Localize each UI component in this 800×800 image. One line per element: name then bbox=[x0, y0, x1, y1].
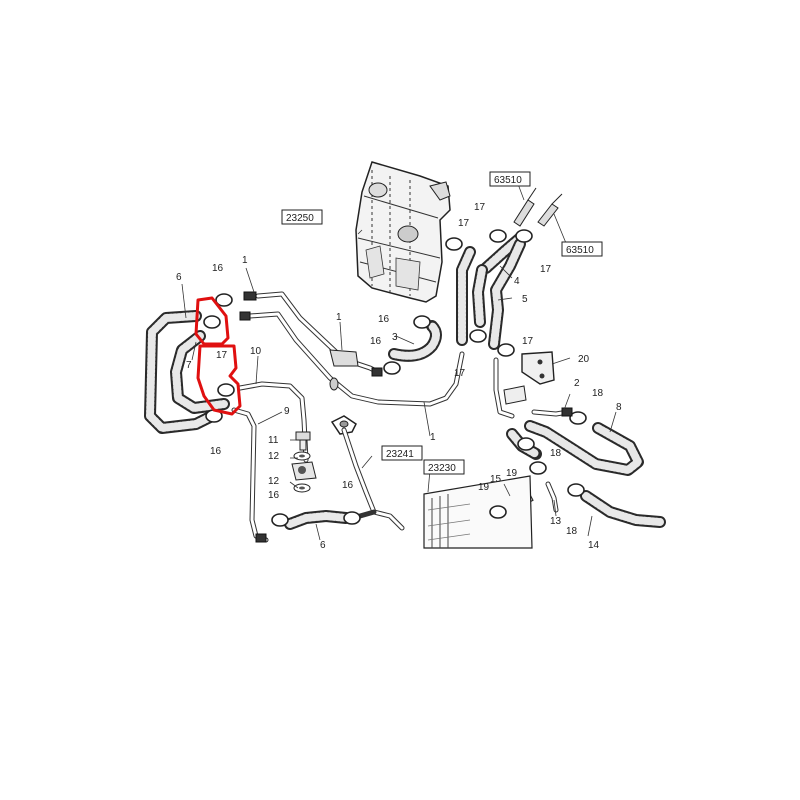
clamp-16-tank bbox=[413, 315, 431, 329]
clamp-17-right bbox=[497, 343, 515, 357]
label-part-6-top: 6 bbox=[176, 272, 182, 283]
hose-6-lower bbox=[284, 510, 352, 530]
connector-d bbox=[561, 407, 573, 417]
clamp-16-top-left bbox=[215, 293, 233, 307]
label-part-19-a: 19 bbox=[506, 468, 518, 479]
clamp-19-b bbox=[489, 505, 507, 519]
washer-12-upper bbox=[293, 451, 311, 461]
label-part-18-b: 18 bbox=[550, 448, 562, 459]
radiator bbox=[423, 475, 533, 549]
clamp-17-lower-left bbox=[217, 383, 235, 397]
hose-5 bbox=[472, 238, 526, 350]
label-part-1-mid: 1 bbox=[336, 312, 342, 323]
clamp-18-c bbox=[567, 483, 585, 497]
label-part-12-upper: 12 bbox=[268, 451, 280, 462]
expansion-tank bbox=[355, 161, 451, 303]
washer-12-lower bbox=[293, 483, 311, 493]
label-part-2: 2 bbox=[574, 378, 580, 389]
red-highlight-marker bbox=[194, 296, 242, 416]
label-part-17-tank-b: 17 bbox=[474, 202, 486, 213]
connector-a bbox=[243, 291, 257, 301]
label-part-17-mid: 17 bbox=[454, 368, 466, 379]
label-part-16-bottom-left: 16 bbox=[210, 446, 222, 457]
label-part-8: 8 bbox=[616, 402, 622, 413]
hose-14 bbox=[580, 490, 666, 528]
clamp-17-tank-a bbox=[445, 237, 463, 251]
label-part-10: 10 bbox=[250, 346, 262, 357]
metal-pipe-1 bbox=[247, 291, 465, 407]
label-part-18-a: 18 bbox=[592, 388, 604, 399]
label-part-13: 13 bbox=[550, 516, 562, 527]
label-part-5: 5 bbox=[522, 294, 528, 305]
pipe-10 bbox=[237, 381, 309, 463]
label-part-17-highlighted: 17 bbox=[216, 350, 228, 361]
clamp-17-tank-b bbox=[489, 229, 507, 243]
clamp-16-center bbox=[383, 361, 401, 375]
clamp-18-a bbox=[569, 411, 587, 425]
connector-e bbox=[255, 533, 267, 543]
bolt-11 bbox=[295, 431, 311, 451]
ref-box-23241: 23241 bbox=[386, 449, 414, 460]
label-part-14: 14 bbox=[588, 540, 600, 551]
label-part-16-top-left: 16 bbox=[212, 263, 224, 274]
label-part-12-lower: 12 bbox=[268, 476, 280, 487]
label-part-17-right: 17 bbox=[522, 336, 534, 347]
fitting-63510-b bbox=[537, 193, 563, 227]
label-part-16-tank: 16 bbox=[378, 314, 390, 325]
label-part-7: 7 bbox=[186, 360, 192, 371]
clamps bbox=[203, 229, 587, 543]
fitting-63510-a bbox=[513, 187, 537, 227]
clamp-16-lower-b bbox=[343, 511, 361, 525]
label-part-11: 11 bbox=[268, 435, 279, 446]
connector-c bbox=[371, 367, 383, 377]
leader-lines bbox=[181, 183, 617, 541]
label-part-17-tank-c: 17 bbox=[540, 264, 552, 275]
part-labels: 1 1 1 2 3 4 5 6 6 7 8 9 10 11 12 12 13 1… bbox=[176, 202, 622, 551]
label-part-1-top: 1 bbox=[242, 255, 248, 266]
clamp-17-mid bbox=[469, 329, 487, 343]
bracket-20 bbox=[493, 351, 555, 419]
label-part-9: 9 bbox=[284, 406, 290, 417]
ref-box-63510-a: 63510 bbox=[494, 175, 522, 186]
label-part-17-tank-a: 17 bbox=[458, 218, 470, 229]
label-part-3: 3 bbox=[392, 332, 398, 343]
label-part-6-bottom: 6 bbox=[320, 540, 326, 551]
label-part-19-b: 19 bbox=[478, 482, 490, 493]
pipe-assembly bbox=[330, 415, 405, 531]
clamp-17-upper-left bbox=[203, 315, 221, 329]
clamp-17-tank-c bbox=[515, 229, 533, 243]
fitting-13 bbox=[545, 481, 559, 513]
pipe-9 bbox=[231, 407, 269, 543]
reference-boxes: 23250 23241 23230 63510 63510 bbox=[281, 171, 603, 475]
ref-box-23250: 23250 bbox=[286, 213, 314, 224]
ref-box-23230: 23230 bbox=[428, 463, 456, 474]
mount-block bbox=[291, 461, 317, 481]
clamp-18-b bbox=[517, 437, 535, 451]
label-part-18-c: 18 bbox=[566, 526, 578, 537]
hose-7 bbox=[170, 330, 230, 414]
clamp-19-a bbox=[529, 461, 547, 475]
label-part-15: 15 bbox=[490, 474, 502, 485]
hose-6-left bbox=[144, 310, 218, 434]
ref-box-63510-b: 63510 bbox=[566, 245, 594, 256]
clamp-16-lower-a bbox=[271, 513, 289, 527]
label-part-16-lower-b: 16 bbox=[342, 480, 354, 491]
connector-b bbox=[239, 311, 251, 321]
label-part-16-lower-a: 16 bbox=[268, 490, 280, 501]
label-part-4: 4 bbox=[514, 276, 520, 287]
hose-3 bbox=[388, 320, 442, 362]
label-part-20: 20 bbox=[578, 354, 590, 365]
label-part-1-bottom: 1 bbox=[430, 432, 436, 443]
label-part-16-center: 16 bbox=[370, 336, 382, 347]
